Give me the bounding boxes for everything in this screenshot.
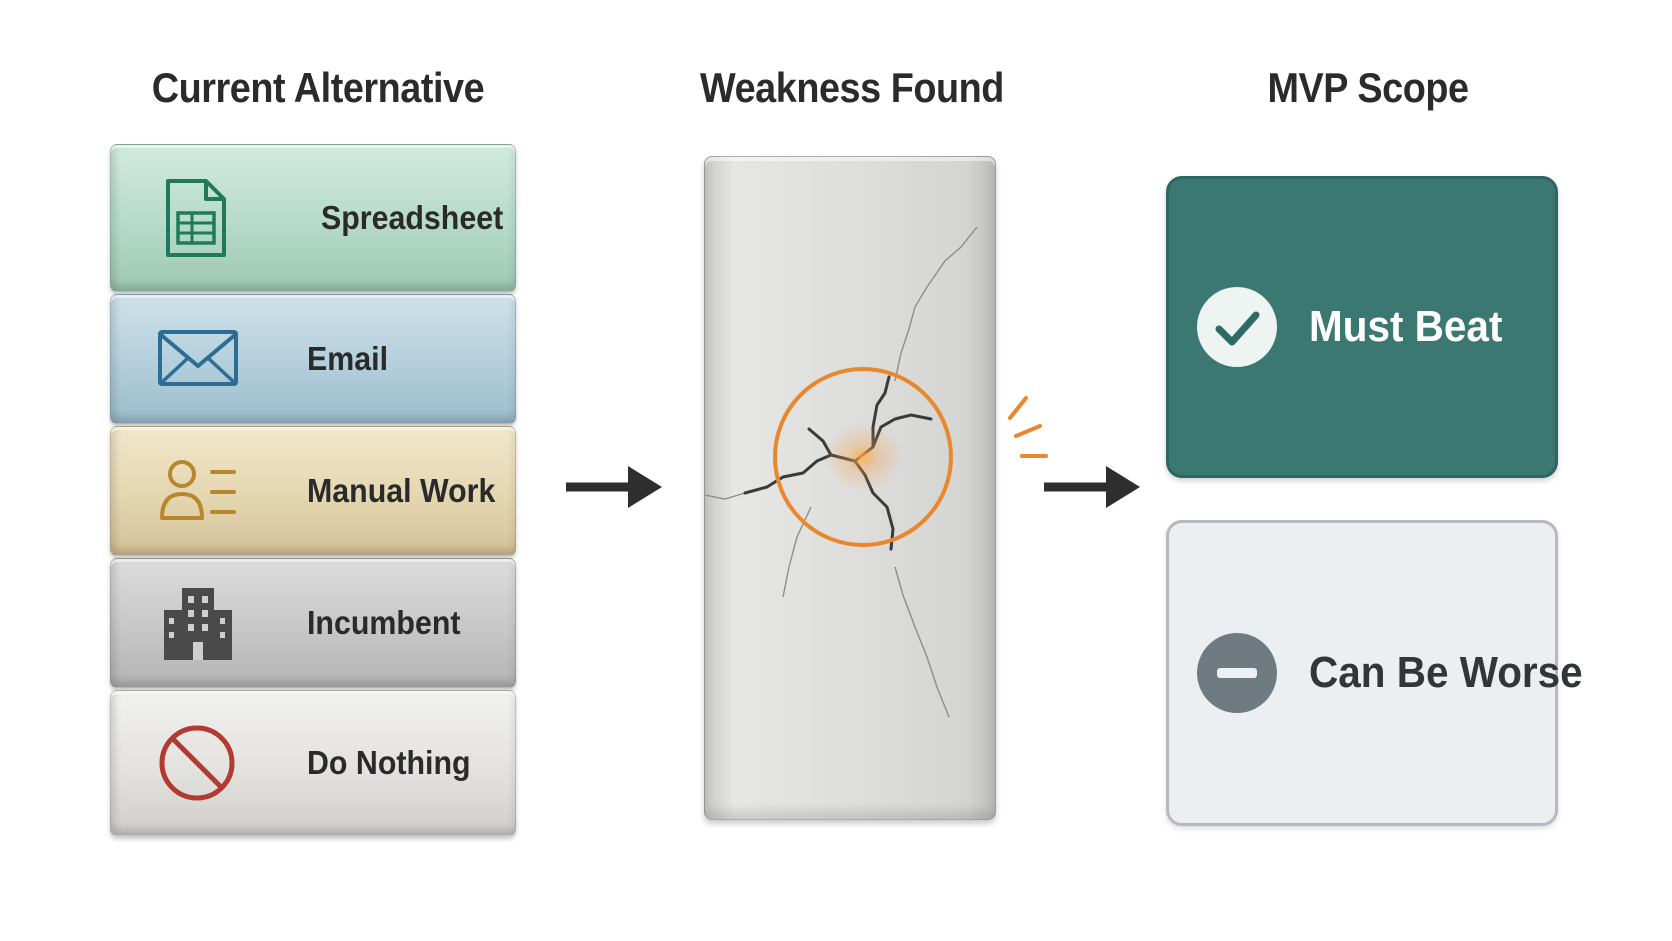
- prohibited-icon: [159, 725, 235, 801]
- spreadsheet-icon: [166, 179, 226, 257]
- alternative-label-incumbent: Incumbent: [307, 604, 461, 641]
- mvp-scope-title: MVP Scope: [1267, 64, 1469, 111]
- minus-icon: [1197, 633, 1277, 713]
- alternative-block-email: Email: [110, 294, 516, 424]
- envelope-icon: [158, 330, 238, 386]
- alternatives-stack: Spreadsheet Email Manual Work: [110, 144, 520, 836]
- checkmark-icon: [1197, 287, 1277, 367]
- can-be-worse-card: Can Be Worse: [1166, 520, 1583, 826]
- alternative-block-manual-work: Manual Work: [110, 426, 516, 556]
- alternative-block-spreadsheet: Spreadsheet: [110, 144, 516, 292]
- must-beat-card: Must Beat: [1166, 176, 1558, 478]
- alternative-block-incumbent: Incumbent: [110, 558, 516, 688]
- arrow-right-icon: [566, 466, 662, 508]
- person-list-icon: [160, 460, 236, 520]
- alternative-block-do-nothing: Do Nothing: [110, 690, 516, 836]
- cracked-pillar: [704, 156, 996, 820]
- office-building-icon: [164, 588, 232, 660]
- crack-illustration: [705, 226, 978, 718]
- current-alternative-title: Current Alternative: [151, 64, 485, 111]
- alternative-label-manual-work: Manual Work: [307, 472, 496, 509]
- weakness-found-title: Weakness Found: [700, 64, 1004, 111]
- alternative-label-email: Email: [307, 340, 389, 377]
- can-be-worse-label: Can Be Worse: [1309, 648, 1583, 697]
- alternative-label-spreadsheet: Spreadsheet: [321, 199, 504, 236]
- must-beat-label: Must Beat: [1309, 302, 1503, 351]
- emphasis-rays-icon: [1008, 396, 1048, 458]
- alternative-label-do-nothing: Do Nothing: [307, 744, 471, 781]
- arrow-right-icon: [1044, 466, 1140, 508]
